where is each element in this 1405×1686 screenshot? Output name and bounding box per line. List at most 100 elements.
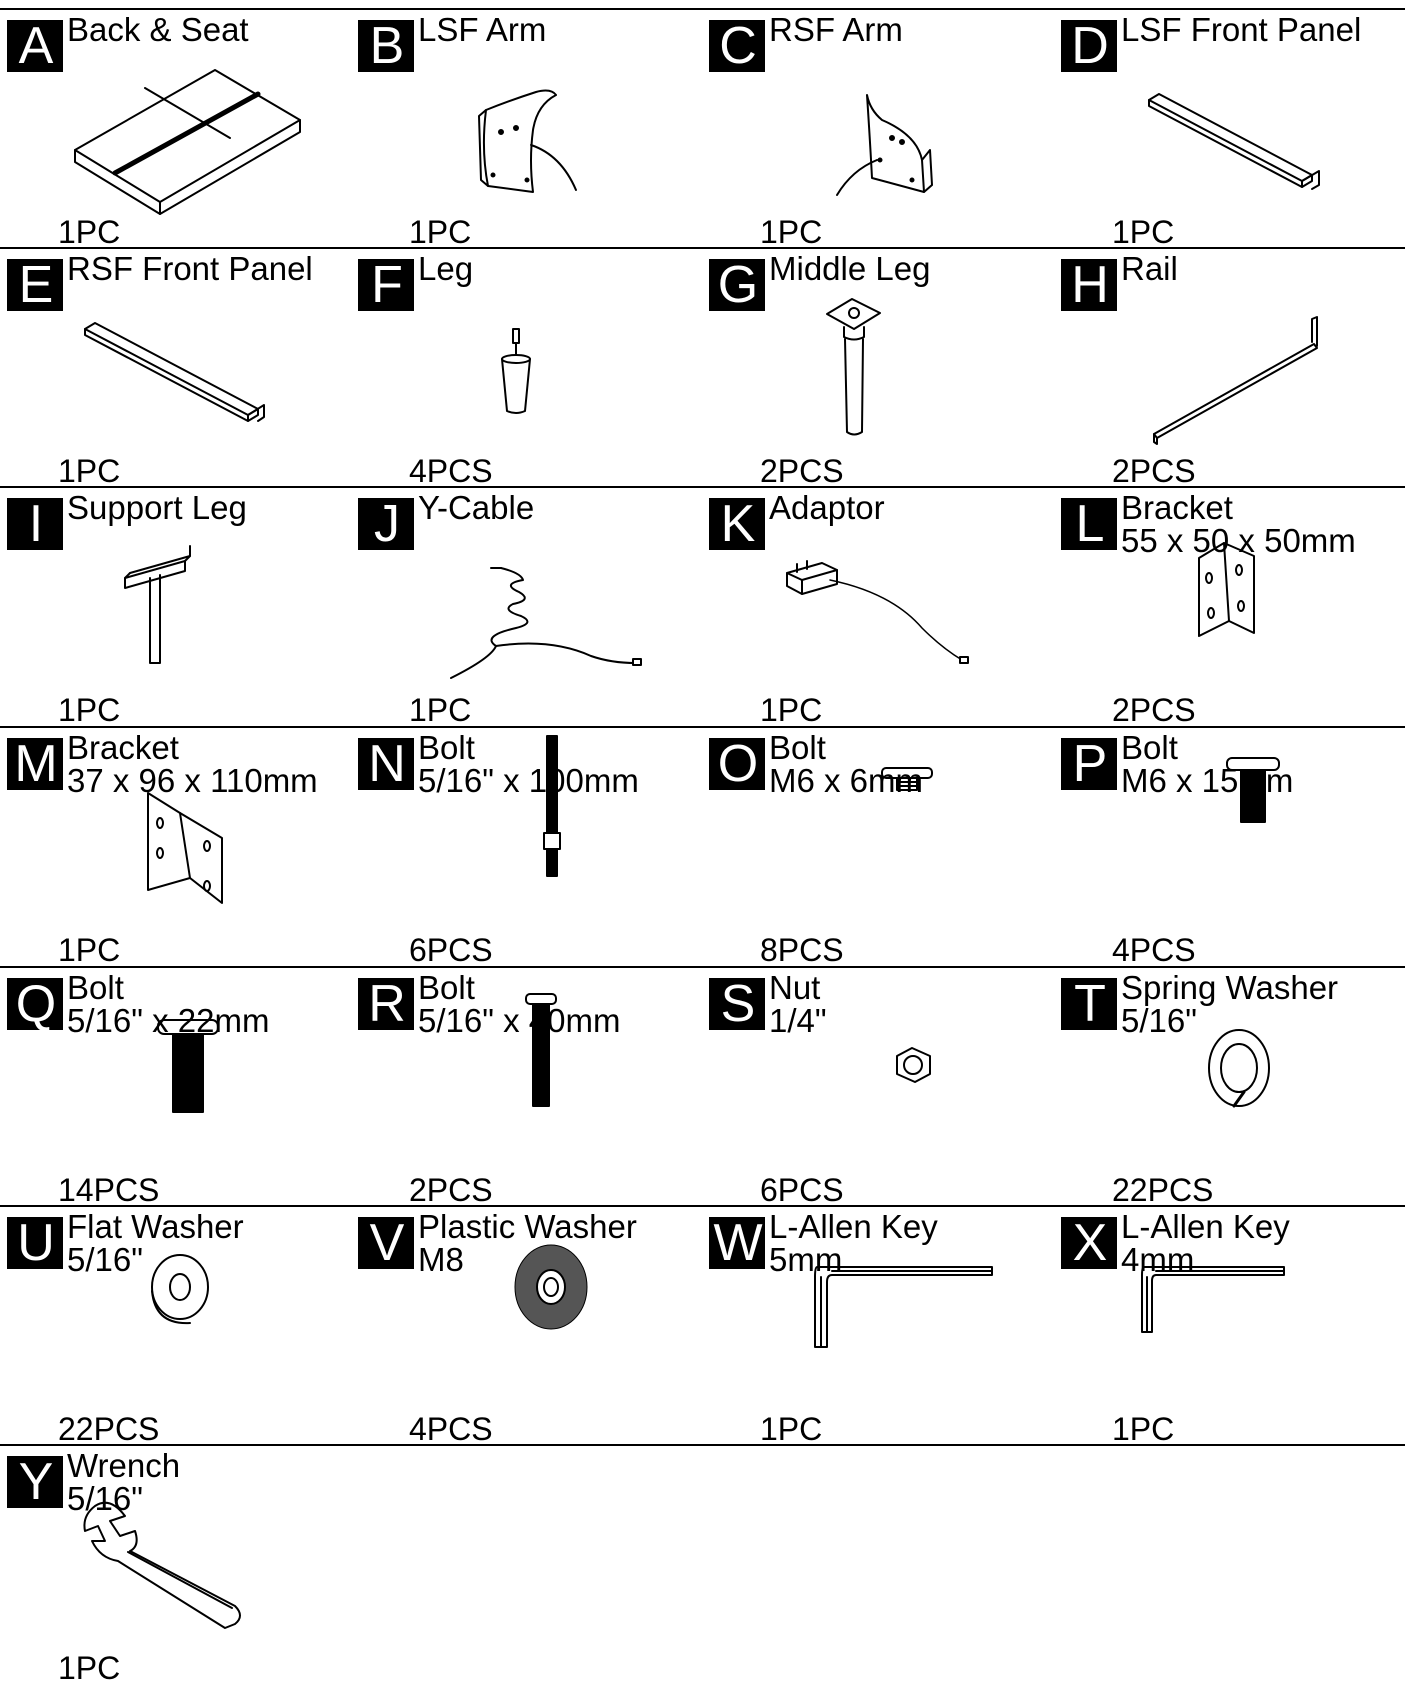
- part-letter: A: [7, 20, 63, 72]
- part-letter: K: [709, 498, 765, 550]
- part-name: Spring Washer: [1121, 969, 1339, 1006]
- part-letter: J: [358, 498, 414, 550]
- part-spec: 5/16": [67, 1480, 143, 1517]
- part-quantity: 1PC: [58, 453, 121, 489]
- part-name: Bolt: [769, 729, 826, 766]
- part-letter: L: [1061, 498, 1117, 550]
- part-name: Middle Leg: [769, 250, 931, 287]
- rail-icon: [1054, 249, 1405, 464]
- wrench-icon: [0, 1446, 351, 1661]
- part-name: Plastic Washer: [418, 1208, 637, 1245]
- part-letter: W: [709, 1217, 765, 1269]
- part-name: LSF Arm: [418, 11, 547, 48]
- part-name: Bracket: [67, 729, 179, 766]
- part-name: L-Allen Key: [769, 1208, 938, 1245]
- part-letter: V: [358, 1217, 414, 1269]
- part-name: LSF Front Panel: [1121, 11, 1362, 48]
- bolt-icon: [1054, 728, 1405, 943]
- part-name: Bolt: [1121, 729, 1178, 766]
- tapered-leg-icon: [351, 249, 702, 464]
- hex-nut-icon: [702, 968, 1053, 1183]
- front-panel-icon: [1054, 10, 1405, 225]
- row-divider: [0, 1444, 1405, 1446]
- y-cable-icon: [351, 488, 702, 703]
- part-name: Leg: [418, 250, 474, 287]
- part-quantity: 8PCS: [760, 932, 844, 968]
- part-spec: 5/16" x 22mm: [67, 1002, 270, 1039]
- bolt-icon: [0, 968, 351, 1183]
- part-letter: P: [1061, 738, 1117, 790]
- part-letter: F: [358, 259, 414, 311]
- row-divider: [0, 1205, 1405, 1207]
- part-letter: X: [1061, 1217, 1117, 1269]
- short-bolt-icon: [702, 728, 1053, 943]
- plastic-washer-icon: [351, 1207, 702, 1422]
- part-quantity: 4PCS: [409, 453, 493, 489]
- part-spec: 5/16" x 40mm: [418, 1002, 621, 1039]
- part-name: Nut: [769, 969, 821, 1006]
- part-quantity: 6PCS: [760, 1172, 844, 1208]
- part-letter: Y: [7, 1456, 63, 1508]
- part-name: Bolt: [67, 969, 124, 1006]
- part-quantity: 2PCS: [1112, 453, 1196, 489]
- part-quantity: 1PC: [1112, 1411, 1175, 1447]
- part-name: Adaptor: [769, 489, 885, 526]
- part-name: Bracket: [1121, 489, 1233, 526]
- part-quantity: 1PC: [58, 692, 121, 728]
- part-letter: I: [7, 498, 63, 550]
- part-name: Y-Cable: [418, 489, 535, 526]
- flat-washer-icon: [0, 1207, 351, 1422]
- part-name: Rail: [1121, 250, 1178, 287]
- left-arm-panel-icon: [351, 10, 702, 225]
- part-quantity: 4PCS: [1112, 932, 1196, 968]
- part-name: Flat Washer: [67, 1208, 244, 1245]
- part-letter: G: [709, 259, 765, 311]
- part-letter: O: [709, 738, 765, 790]
- part-quantity: 2PCS: [1112, 692, 1196, 728]
- threaded-rod-icon: [351, 728, 702, 943]
- part-quantity: 1PC: [58, 214, 121, 250]
- row-divider: [0, 966, 1405, 968]
- part-quantity: 1PC: [58, 1650, 121, 1686]
- part-quantity: 1PC: [760, 214, 823, 250]
- allen-key-icon: [1054, 1207, 1405, 1422]
- part-letter: S: [709, 978, 765, 1030]
- part-name: RSF Arm: [769, 11, 903, 48]
- part-spec: M6 x 15mm: [1121, 762, 1294, 799]
- right-arm-panel-icon: [702, 10, 1053, 225]
- part-name: Bolt: [418, 729, 475, 766]
- part-spec: 5/16": [67, 1241, 143, 1278]
- row-divider: [0, 247, 1405, 249]
- part-name: RSF Front Panel: [67, 250, 313, 287]
- part-letter: D: [1061, 20, 1117, 72]
- part-spec: 5/16" x 100mm: [418, 762, 639, 799]
- part-quantity: 1PC: [1112, 214, 1175, 250]
- part-quantity: 22PCS: [58, 1411, 160, 1447]
- part-letter: Q: [7, 978, 63, 1030]
- part-spec: M6 x 6mm: [769, 762, 924, 799]
- part-quantity: 2PCS: [409, 1172, 493, 1208]
- part-letter: T: [1061, 978, 1117, 1030]
- part-spec: 5/16": [1121, 1002, 1197, 1039]
- part-name: Support Leg: [67, 489, 247, 526]
- part-name: Bolt: [418, 969, 475, 1006]
- small-bracket-icon: [1054, 488, 1405, 703]
- part-quantity: 14PCS: [58, 1172, 160, 1208]
